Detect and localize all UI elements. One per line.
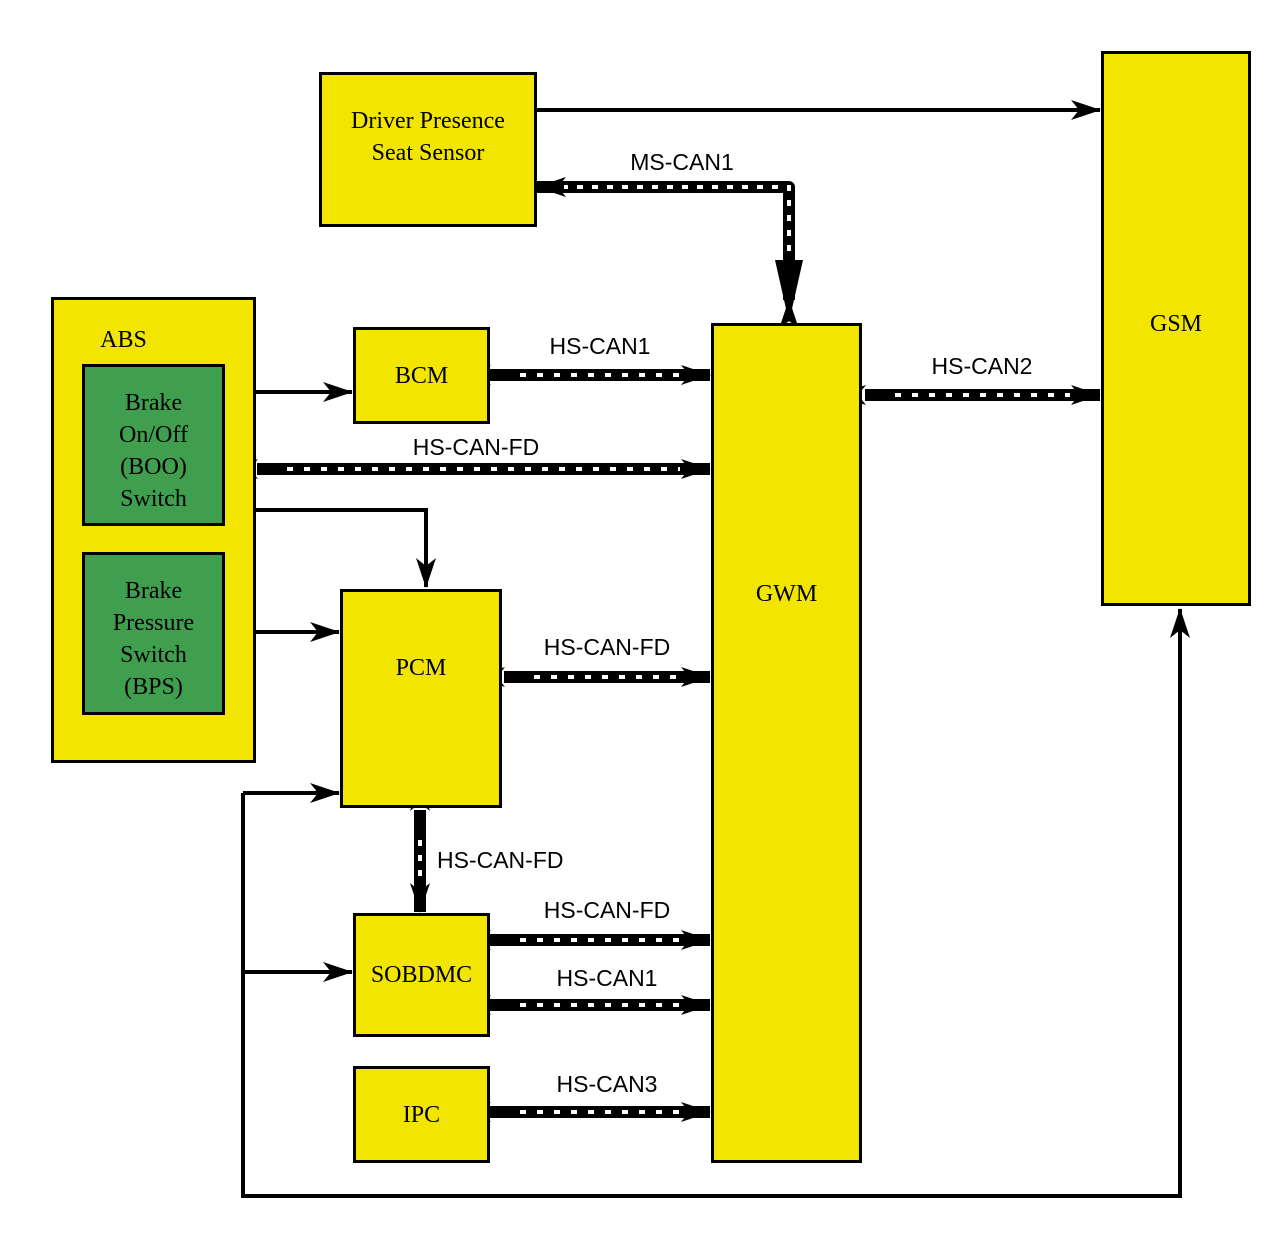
boo-label-line2: On/Off	[119, 422, 188, 448]
bus-label-hs-can3: HS-CAN3	[556, 1071, 658, 1097]
bcm-label: BCM	[394, 362, 449, 389]
gsm-box: GSM	[1101, 51, 1251, 606]
ipc-label: IPC	[402, 1101, 441, 1128]
wire-loop-to-gsm	[241, 608, 1190, 1198]
boo-label-line3: (BOO)	[120, 454, 187, 480]
bus-label-hs-can1-sobdmc: HS-CAN1	[556, 965, 658, 991]
bcm-box: BCM	[353, 327, 490, 424]
bus-label-hs-can-fd-pcm: HS-CAN-FD	[543, 634, 671, 660]
wire-boo-to-pcm	[224, 508, 436, 588]
ipc-box: IPC	[353, 1066, 490, 1163]
bus-label-hs-can-fd-sobdmc: HS-CAN-FD	[543, 897, 671, 923]
bus-ms-can1	[536, 177, 803, 329]
bps-label-line2: Pressure	[112, 610, 195, 636]
gwm-box: GWM	[711, 323, 862, 1163]
bus-label-hs-can-fd-abs: HS-CAN-FD	[412, 434, 540, 460]
bps-label-line3: Switch	[120, 642, 187, 668]
pcm-box: PCM	[340, 589, 502, 808]
bus-label-hs-can1-bcm: HS-CAN1	[549, 333, 651, 359]
driver-presence-seat-sensor-box: Driver Presence Seat Sensor	[319, 72, 537, 227]
abs-label: ABS	[100, 327, 147, 353]
bus-label-hs-can2: HS-CAN2	[931, 353, 1033, 379]
driver-presence-label-line1: Driver Presence	[351, 108, 505, 134]
bus-label-ms-can1: MS-CAN1	[630, 149, 734, 175]
bus-label-hs-can-fd-pcm-sobdmc: HS-CAN-FD	[437, 847, 564, 873]
bps-label-line4: (BPS)	[124, 674, 183, 700]
bps-switch-box: Brake Pressure Switch (BPS)	[82, 552, 225, 715]
boo-label-line4: Switch	[120, 486, 187, 512]
driver-presence-label-line2: Seat Sensor	[371, 140, 485, 166]
boo-label-line1: Brake	[124, 390, 183, 416]
boo-switch-box: Brake On/Off (BOO) Switch	[82, 364, 225, 526]
sobdmc-box: SOBDMC	[353, 913, 490, 1037]
gwm-label: GWM	[755, 581, 818, 607]
gsm-label: GSM	[1149, 311, 1203, 337]
bps-label-line1: Brake	[124, 578, 183, 604]
sobdmc-label: SOBDMC	[370, 962, 473, 988]
pcm-label: PCM	[395, 655, 447, 681]
